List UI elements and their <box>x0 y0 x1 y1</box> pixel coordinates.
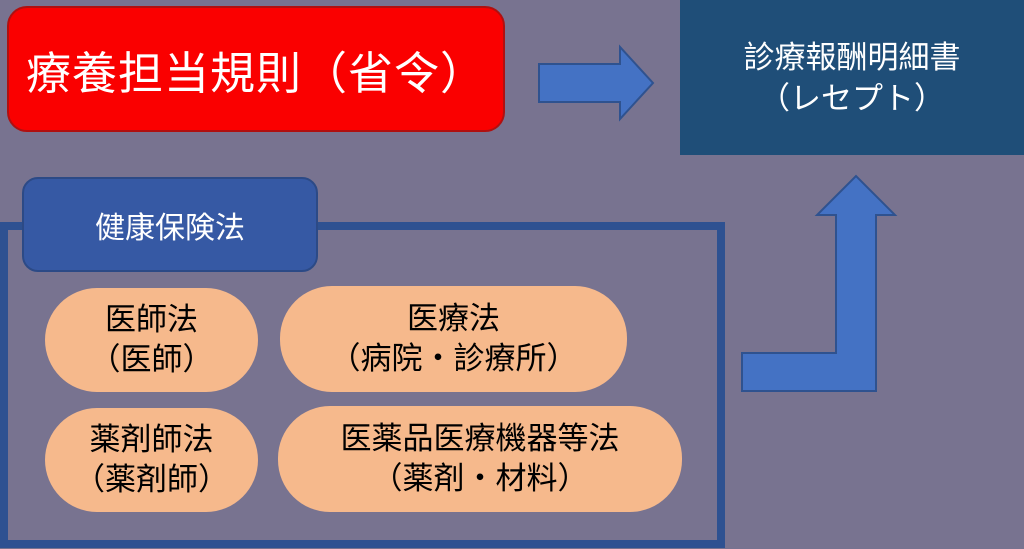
law-group-label-box: 健康保険法 <box>22 177 318 272</box>
law-pill-yakuzaishiho: 薬剤師法 （薬剤師） <box>45 408 258 512</box>
result-receipt-box: 診療報酬明細書 （レセプト） <box>680 0 1024 155</box>
law-pill-line2: （医師） <box>89 342 214 377</box>
law-pill-line1: 医療法 <box>407 301 500 336</box>
right-arrow-icon <box>538 44 655 122</box>
law-pill-line2: （病院・診療所） <box>329 341 578 376</box>
law-pill-line1: 医薬品医療機器等法 <box>340 421 620 456</box>
bent-up-arrow-icon <box>741 174 898 392</box>
law-pill-iryoho: 医療法 （病院・診療所） <box>280 286 627 392</box>
law-group-frame <box>0 222 725 548</box>
result-receipt-line1: 診療報酬明細書 <box>743 39 961 75</box>
result-receipt-line2: （レセプト） <box>759 80 945 116</box>
law-pill-ishiho: 医師法 （医師） <box>45 288 258 392</box>
law-pill-iyakuhin: 医薬品医療機器等法 （薬剤・材料） <box>278 406 682 512</box>
law-pill-line2: （薬剤・材料） <box>371 461 589 496</box>
law-pill-line1: 薬剤師法 <box>89 422 214 457</box>
source-rule-box: 療養担当規則（省令） <box>7 6 505 132</box>
source-rule-label: 療養担当規則（省令） <box>25 47 486 99</box>
law-pill-line1: 医師法 <box>105 302 198 337</box>
law-pill-line2: （薬剤師） <box>74 462 229 497</box>
law-group-label: 健康保険法 <box>95 211 245 245</box>
